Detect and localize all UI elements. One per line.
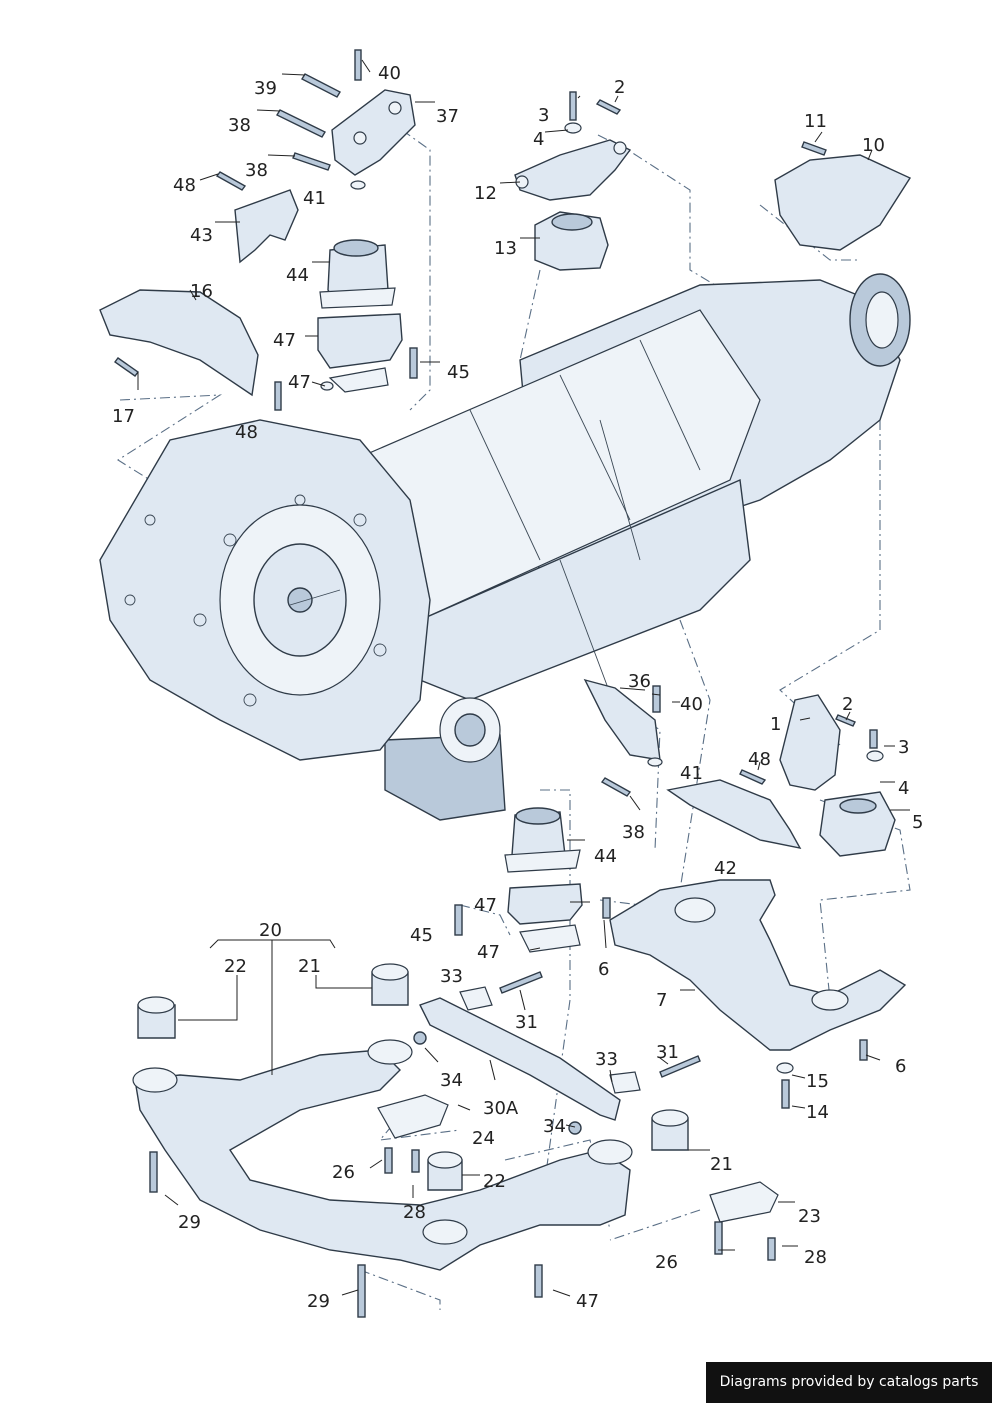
callout-31-right: 34	[543, 1116, 566, 1137]
crossmember-group	[602, 879, 907, 1109]
callout-26-right: 28	[804, 1247, 827, 1268]
callout-43-top: 45	[447, 362, 470, 383]
callout-34: 37	[436, 106, 459, 127]
callout-28-left: 29	[178, 1212, 201, 1233]
callout-6-left: 6	[598, 959, 609, 980]
callout-25-right: 26	[655, 1252, 678, 1273]
callout-22-right: 22	[483, 1171, 506, 1192]
callout-22-left: 22	[224, 956, 247, 977]
callout-44-top: 47	[288, 372, 311, 393]
callout-42-top: 44	[286, 265, 309, 286]
callout-48-mid: 48	[748, 749, 771, 770]
upper-right-mount-group	[514, 91, 912, 271]
leader-lines	[137, 59, 910, 1297]
callout-30-right: 31	[656, 1042, 679, 1063]
callout-4-mid: 4	[898, 778, 909, 799]
callout-26-left: 28	[403, 1202, 426, 1223]
middle-mount-group	[454, 678, 896, 953]
callout-36: 38	[228, 115, 251, 136]
callout-45-top: 47	[273, 330, 296, 351]
callout-45-mid: 47	[474, 895, 497, 916]
callout-41: 43	[190, 225, 213, 246]
callout-20: 20	[259, 920, 282, 941]
callout-30A-right: 33	[595, 1049, 618, 1070]
callout-30A-left: 33	[440, 966, 463, 987]
callout-21-left: 21	[298, 956, 321, 977]
callout-3-mid: 3	[898, 737, 909, 758]
callout-47-bottom: 47	[576, 1291, 599, 1312]
callout-30-left: 31	[515, 1012, 538, 1033]
callout-labels: 40 39 37 38 38 48 41 43 44 16 47 45 47 1…	[112, 63, 923, 1312]
callout-11: 11	[804, 111, 827, 132]
callout-23: 23	[798, 1206, 821, 1227]
callout-35-top: 38	[245, 160, 268, 181]
callout-37: 39	[254, 78, 277, 99]
callout-13: 13	[494, 238, 517, 259]
callout-12: 12	[474, 183, 497, 204]
upper-left-mount-group	[99, 49, 418, 411]
credit-banner: Diagrams provided by catalogs parts	[706, 1362, 992, 1403]
callout-25-left: 26	[332, 1162, 355, 1183]
lower-carrier-group	[132, 963, 779, 1318]
callout-39-mid: 41	[680, 763, 703, 784]
transmission-assembly	[99, 273, 911, 821]
callout-40: 42	[714, 858, 737, 879]
callout-2-mid: 2	[842, 694, 853, 715]
callout-24: 24	[472, 1128, 495, 1149]
callout-38-top: 40	[378, 63, 401, 84]
callout-39-top: 41	[303, 188, 326, 209]
callout-10: 10	[862, 135, 885, 156]
callout-16: 16	[190, 281, 213, 302]
callout-4-top: 4	[533, 129, 544, 150]
callout-35-mid: 38	[622, 822, 645, 843]
callout-44-mid: 47	[477, 942, 500, 963]
callout-1: 1	[770, 714, 781, 735]
callout-33: 36	[628, 671, 651, 692]
callout-29: 30A	[483, 1098, 519, 1119]
callout-47-top: 48	[235, 422, 258, 443]
callout-28-right: 29	[307, 1291, 330, 1312]
callout-48-top: 48	[173, 175, 196, 196]
callout-7: 7	[656, 990, 667, 1011]
callout-14: 14	[806, 1102, 829, 1123]
callout-38-mid: 40	[680, 694, 703, 715]
callout-6-right: 6	[895, 1056, 906, 1077]
callout-31-left: 34	[440, 1070, 463, 1091]
callout-15: 15	[806, 1071, 829, 1092]
callout-2-top: 2	[614, 77, 625, 98]
callout-5: 5	[912, 812, 923, 833]
callout-3-top: 3	[538, 105, 549, 126]
callout-43-mid: 45	[410, 925, 433, 946]
callout-21-right: 21	[710, 1154, 733, 1175]
callout-42-mid: 44	[594, 846, 617, 867]
callout-17: 17	[112, 406, 135, 427]
